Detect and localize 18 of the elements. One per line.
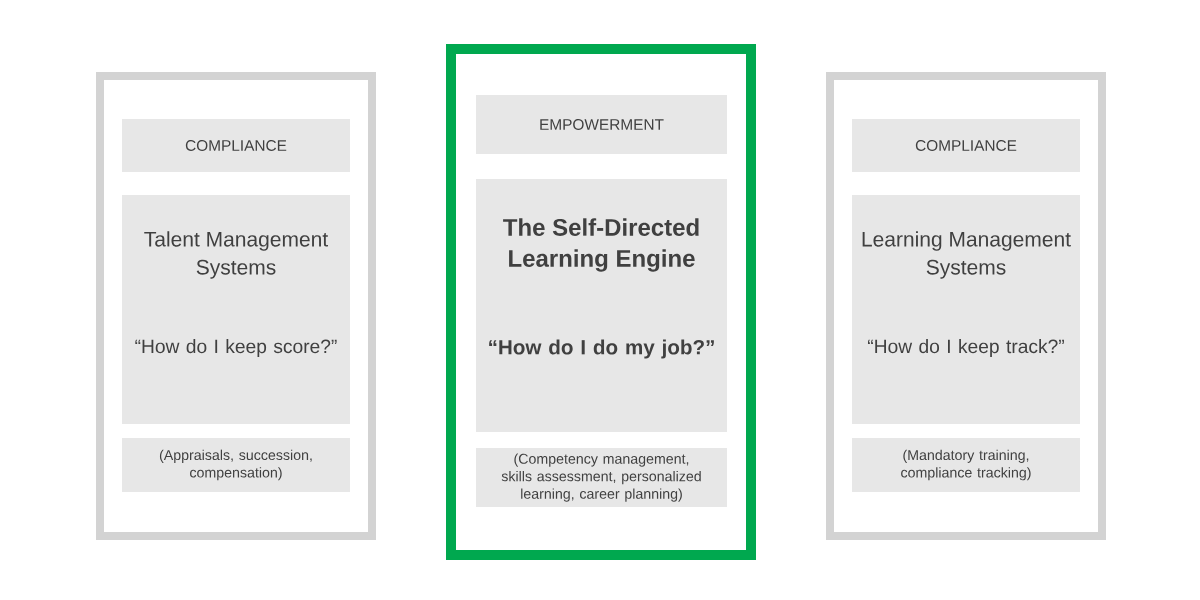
box-title: The Self-Directed Learning Engine xyxy=(503,218,699,272)
quote-text: “How do I do my job?” xyxy=(489,339,714,359)
quote-text: “How do I keep track?” xyxy=(868,339,1064,357)
header-box: COMPLIANCE xyxy=(122,119,350,172)
panel-frame xyxy=(826,72,1106,540)
note-box: (Competency management, skills assessment, personalized learning, career planning) xyxy=(476,448,727,507)
box-title: Talent Management Systems xyxy=(144,231,328,279)
header-box: EMPOWERMENT xyxy=(476,95,727,154)
system-box xyxy=(476,179,727,432)
system-box xyxy=(122,195,350,424)
panel-frame xyxy=(446,44,756,560)
note-box: (Mandatory training, compliance tracking) xyxy=(852,438,1080,492)
system-box xyxy=(852,195,1080,424)
panel-frame xyxy=(96,72,376,540)
box-title: Learning Management Systems xyxy=(862,231,1071,279)
note-box: (Appraisals, succession, compensation) xyxy=(122,438,350,492)
header-box: COMPLIANCE xyxy=(852,119,1080,172)
quote-text: “How do I keep score?” xyxy=(135,339,337,357)
